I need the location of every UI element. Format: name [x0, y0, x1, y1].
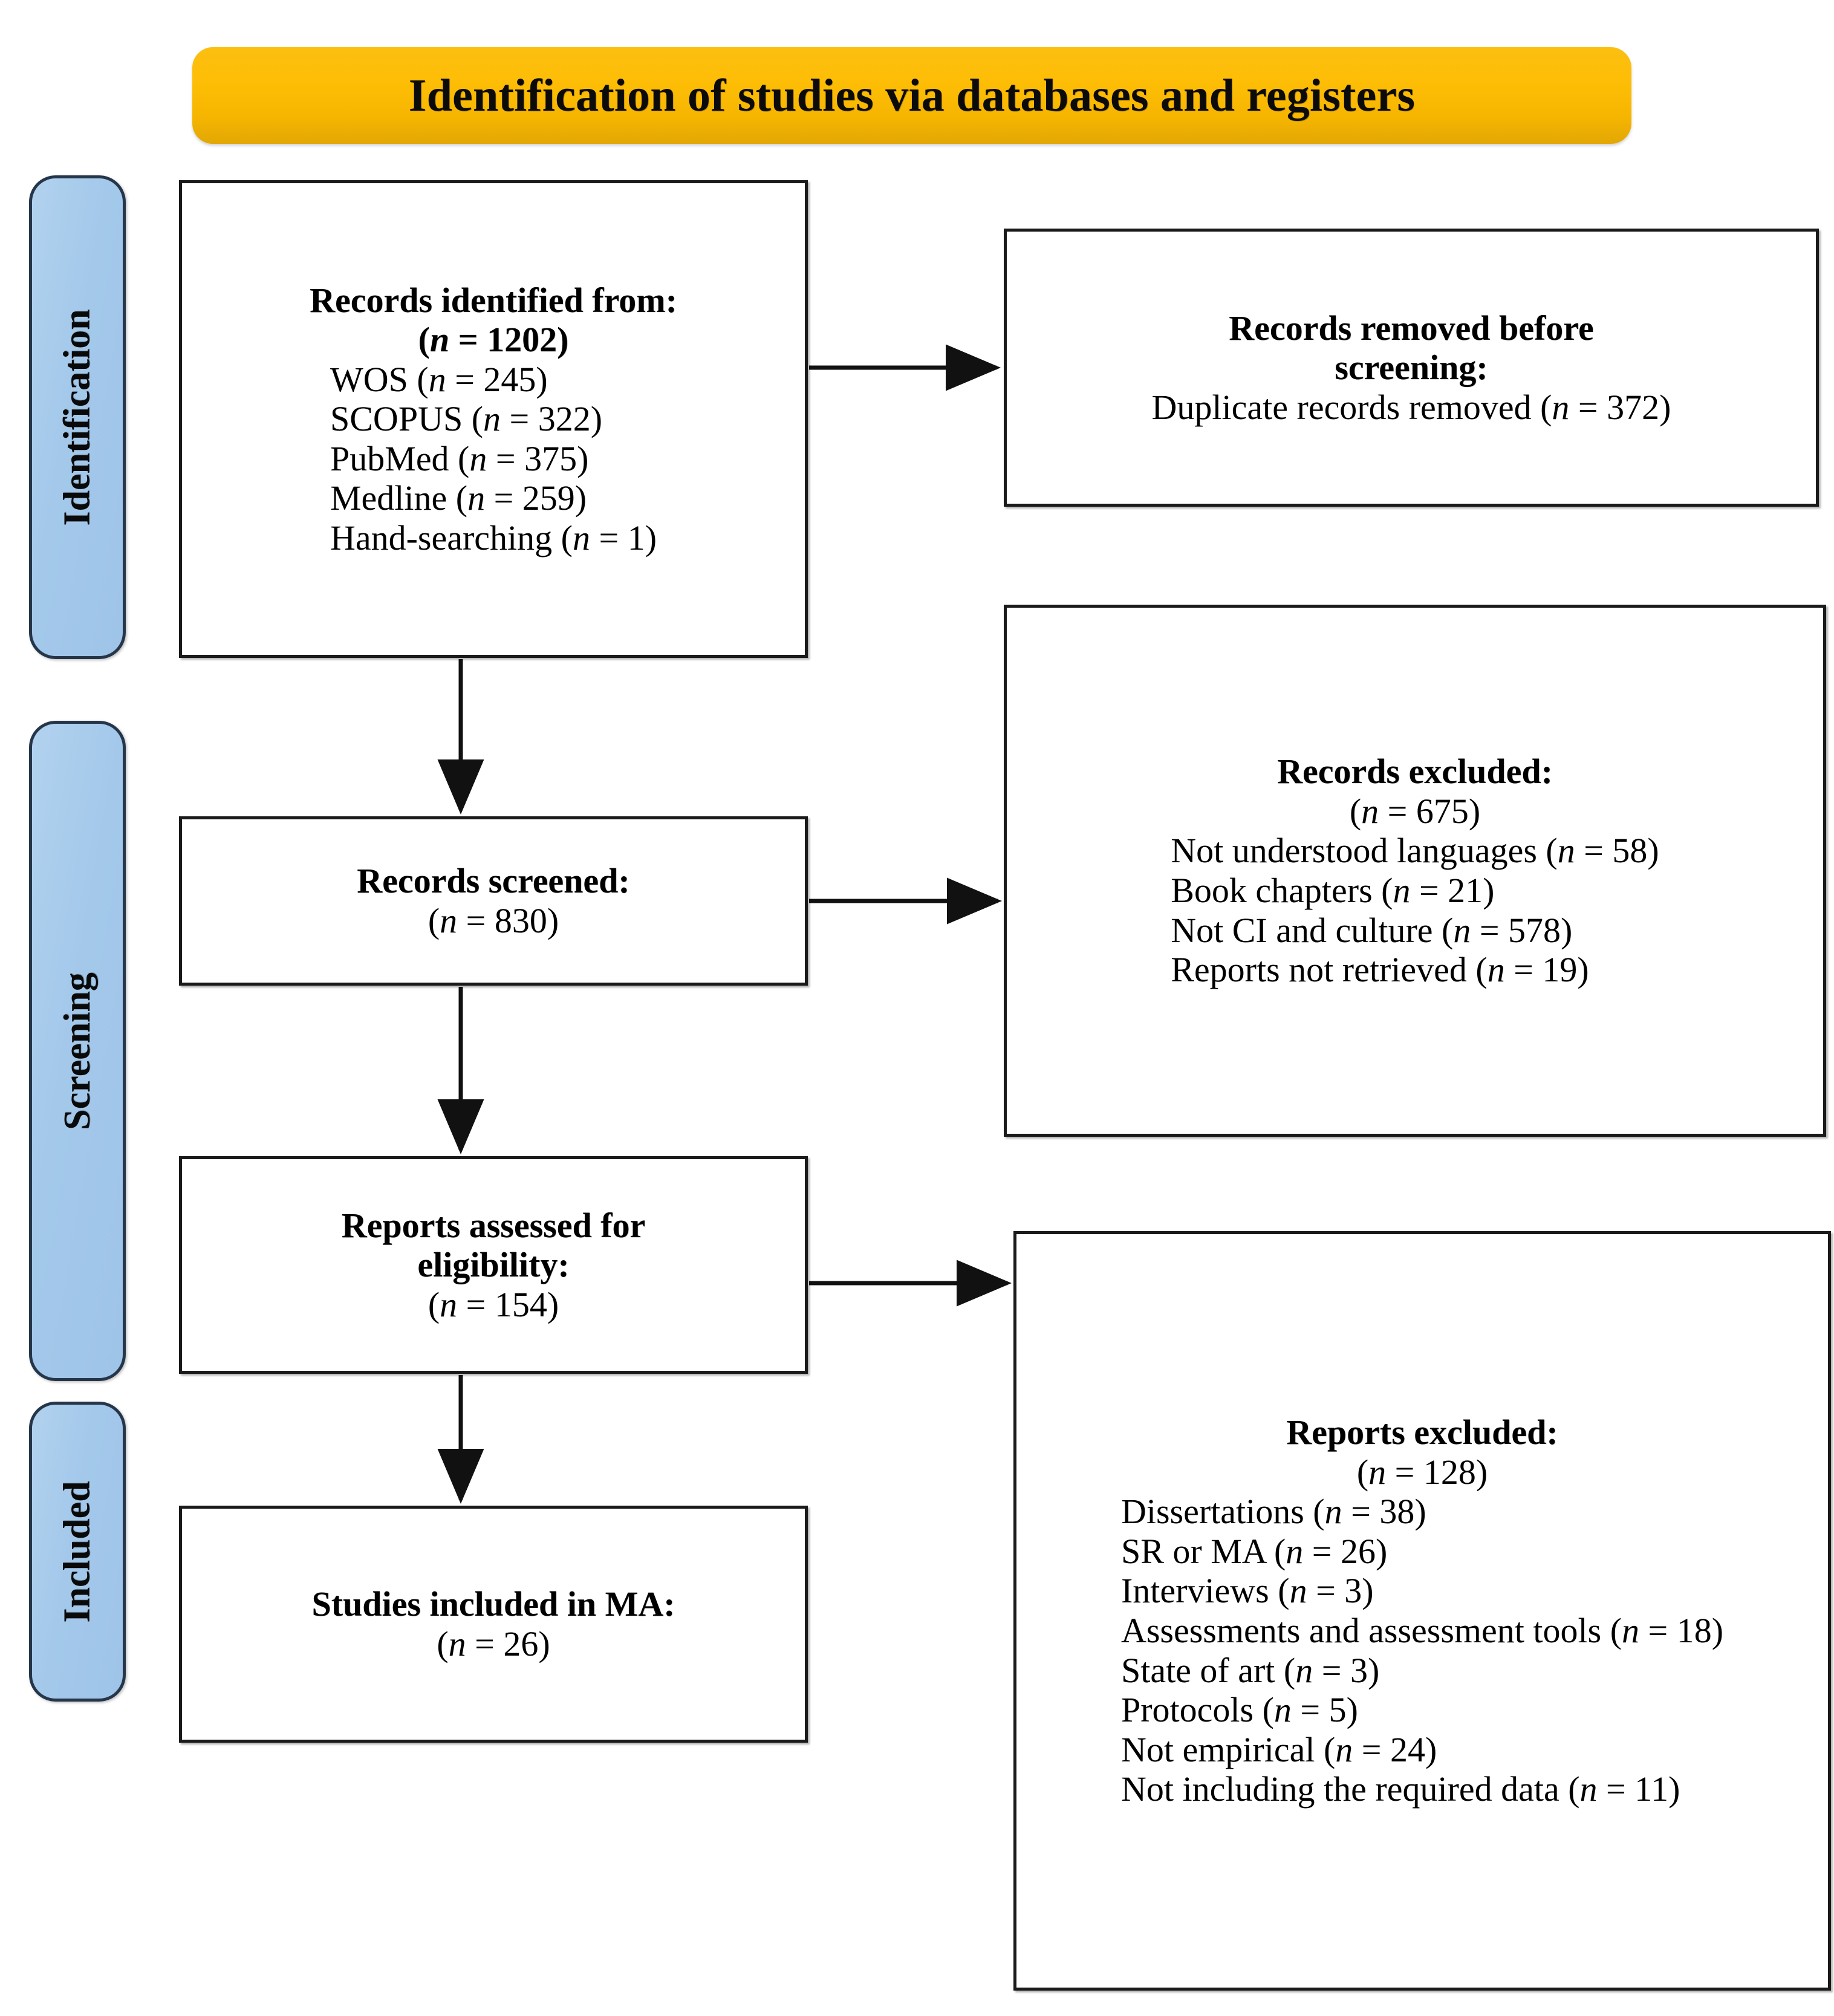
exclusion-item: Not empirical (n = 24): [1120, 1729, 1437, 1769]
box-records-identified: Records identified from: (n = 1202) WOS …: [179, 180, 808, 658]
source-item: Medline (n = 259): [330, 478, 587, 518]
reports-excluded-items: Dissertations (n = 38) SR or MA (n = 26)…: [1121, 1492, 1723, 1809]
reports-excluded-total: (n = 128): [1356, 1452, 1488, 1492]
records-removed-heading-2: screening:: [1335, 348, 1488, 388]
exclusion-item: Reports not retrieved (n = 19): [1171, 950, 1589, 990]
source-item: PubMed (n = 375): [330, 438, 589, 478]
reports-assessed-total: (n = 154): [428, 1284, 559, 1324]
reports-assessed-heading-1: Reports assessed for: [341, 1205, 646, 1245]
stage-label-included: Included: [29, 1402, 126, 1702]
box-records-excluded: Records excluded: (n = 675) Not understo…: [1004, 605, 1826, 1137]
exclusion-item: Not understood languages (n = 58): [1171, 831, 1659, 871]
banner-identification: Identification of studies via databases …: [192, 47, 1631, 144]
box-studies-included: Studies included in MA: (n = 26): [179, 1506, 808, 1743]
records-screened-total: (n = 830): [428, 901, 559, 940]
exclusion-item: Interviews (n = 3): [1120, 1571, 1374, 1611]
studies-included-heading: Studies included in MA:: [311, 1584, 675, 1624]
records-identified-sources: WOS (n = 245) SCOPUS (n = 322) PubMed (n…: [330, 360, 657, 558]
exclusion-item: Protocols (n = 5): [1120, 1690, 1358, 1730]
source-item: SCOPUS (n = 322): [330, 399, 603, 439]
stage-label-screening-text: Screening: [56, 972, 98, 1130]
records-removed-heading-1: Records removed before: [1229, 308, 1594, 348]
box-reports-assessed: Reports assessed for eligibility: (n = 1…: [179, 1156, 808, 1374]
stage-label-identification-text: Identification: [56, 308, 98, 526]
reports-excluded-heading: Reports excluded:: [1286, 1413, 1558, 1452]
studies-included-total: (n = 26): [437, 1624, 550, 1663]
exclusion-item: SR or MA (n = 26): [1120, 1531, 1388, 1571]
source-item: WOS (n = 245): [330, 359, 548, 399]
source-item: Hand-searching (n = 1): [330, 518, 657, 558]
exclusion-item: Book chapters (n = 21): [1171, 871, 1495, 910]
records-excluded-total: (n = 675): [1349, 791, 1481, 831]
exclusion-item: Not CI and culture (n = 578): [1171, 910, 1573, 950]
exclusion-item: State of art (n = 3): [1120, 1650, 1380, 1690]
exclusion-item: Assessments and assessment tools (n = 18…: [1120, 1611, 1724, 1650]
records-identified-total: (n = 1202): [418, 320, 569, 360]
stage-label-screening: Screening: [29, 721, 126, 1381]
box-reports-excluded: Reports excluded: (n = 128) Dissertation…: [1013, 1231, 1831, 1991]
records-screened-heading: Records screened:: [357, 861, 630, 901]
records-excluded-items: Not understood languages (n = 58) Book c…: [1171, 831, 1659, 989]
records-identified-heading: Records identified from:: [310, 280, 677, 320]
exclusion-item: Not including the required data (n = 11): [1120, 1769, 1680, 1809]
box-records-screened: Records screened: (n = 830): [179, 816, 808, 986]
reports-assessed-heading-2: eligibility:: [417, 1245, 570, 1285]
records-removed-item: Duplicate records removed (n = 372): [1151, 387, 1671, 427]
records-excluded-heading: Records excluded:: [1277, 752, 1553, 792]
stage-label-included-text: Included: [56, 1480, 98, 1623]
box-records-removed: Records removed before screening: Duplic…: [1004, 229, 1819, 507]
stage-label-identification: Identification: [29, 175, 126, 659]
banner-title: Identification of studies via databases …: [408, 70, 1416, 121]
exclusion-item: Dissertations (n = 38): [1120, 1492, 1426, 1532]
